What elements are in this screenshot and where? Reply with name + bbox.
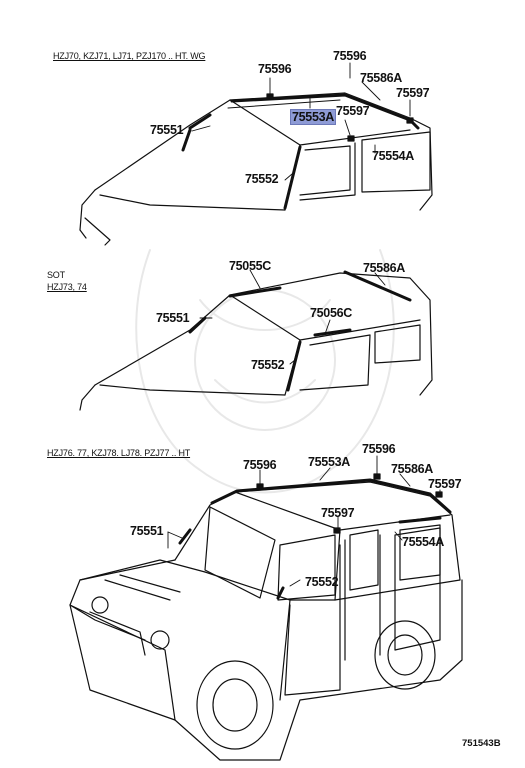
- caption-top-models: HZJ70, KZJ71, LJ71, PZJ170 .. HT. WG: [53, 51, 206, 61]
- part-label-75553a-highlighted[interactable]: 75553A: [290, 109, 336, 125]
- part-label-75596[interactable]: 75596: [333, 49, 367, 63]
- part-label-75596[interactable]: 75596: [362, 442, 396, 456]
- part-label-75554a[interactable]: 75554A: [372, 149, 414, 163]
- part-label-75596[interactable]: 75596: [243, 458, 277, 472]
- part-label-75056c[interactable]: 75056C: [310, 306, 352, 320]
- part-label-75597[interactable]: 75597: [321, 506, 355, 520]
- bottom-vehicle: [69, 473, 463, 761]
- part-label-75552[interactable]: 75552: [245, 172, 279, 186]
- caption-sot: SOT: [47, 270, 65, 280]
- part-label-75586a[interactable]: 75586A: [391, 462, 433, 476]
- part-label-75597[interactable]: 75597: [428, 477, 462, 491]
- part-label-75551[interactable]: 75551: [150, 123, 184, 137]
- bottom-leaders: [167, 455, 441, 587]
- mid-leaders: [199, 269, 386, 365]
- caption-mid-models: HZJ73, 74: [47, 282, 87, 292]
- part-label-75552[interactable]: 75552: [305, 575, 339, 589]
- part-label-75055c[interactable]: 75055C: [229, 259, 271, 273]
- part-label-75597[interactable]: 75597: [396, 86, 430, 100]
- top-leaders: [191, 62, 411, 181]
- top-vehicle: [79, 92, 433, 246]
- part-label-75551[interactable]: 75551: [156, 311, 190, 325]
- middle-vehicle: [79, 270, 433, 411]
- part-label-75586a[interactable]: 75586A: [360, 71, 402, 85]
- part-label-75597[interactable]: 75597: [336, 104, 370, 118]
- part-label-75551[interactable]: 75551: [130, 524, 164, 538]
- part-label-75553a[interactable]: 75553A: [308, 455, 350, 469]
- part-label-75554a[interactable]: 75554A: [402, 535, 444, 549]
- part-label-75596[interactable]: 75596: [258, 62, 292, 76]
- part-label-75586a[interactable]: 75586A: [363, 261, 405, 275]
- part-label-75552[interactable]: 75552: [251, 358, 285, 372]
- caption-bottom-models: HZJ76. 77, KZJ78. LJ78. PZJ77 .. HT: [47, 448, 191, 458]
- diagram-reference-number: 751543B: [462, 738, 501, 749]
